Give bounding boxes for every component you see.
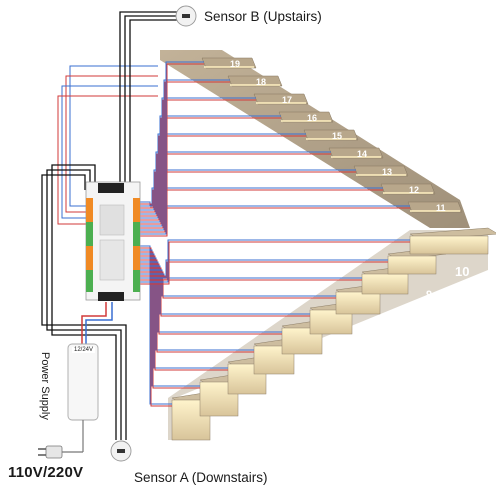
step-number-13: 13 bbox=[382, 167, 392, 177]
power-feed bbox=[81, 302, 113, 346]
step-number-15: 15 bbox=[332, 131, 342, 141]
step-number-11: 11 bbox=[436, 203, 446, 213]
step-number-9: 9 bbox=[426, 289, 432, 301]
stair-step-16 bbox=[278, 111, 334, 123]
sensor-b-cable bbox=[119, 11, 185, 182]
step-number-14: 14 bbox=[357, 149, 367, 159]
wire-step-6 bbox=[140, 265, 310, 315]
step-number-17: 17 bbox=[282, 95, 292, 105]
stair-step-10 bbox=[409, 227, 496, 255]
stair-step-15 bbox=[303, 129, 359, 141]
power-supply-label: Power Supply bbox=[39, 352, 51, 420]
sensor-a-cable bbox=[41, 164, 127, 440]
voltage-label: 110V/220V bbox=[8, 464, 84, 481]
controller bbox=[85, 181, 141, 301]
step-number-18: 18 bbox=[256, 77, 266, 87]
wire-step-7 bbox=[140, 269, 336, 297]
step-number-5: 5 bbox=[322, 361, 328, 373]
wires bbox=[57, 61, 410, 407]
wire-step-5 bbox=[140, 261, 282, 333]
sensor-a-icon bbox=[110, 440, 132, 462]
stair-step-12 bbox=[380, 183, 436, 195]
sensor-b-icon bbox=[175, 5, 197, 27]
stair-step-14 bbox=[328, 147, 384, 159]
wire-step-16 bbox=[140, 115, 281, 223]
step-number-16: 16 bbox=[307, 113, 317, 123]
wire-step-2 bbox=[140, 249, 200, 387]
power-supply-rating: 12/24V bbox=[72, 347, 96, 353]
step-number-10: 10 bbox=[455, 264, 469, 279]
wire-step-8 bbox=[140, 273, 362, 279]
wire-step-3 bbox=[140, 253, 228, 369]
step-number-3: 3 bbox=[268, 397, 274, 409]
power-supply bbox=[62, 343, 99, 453]
step-number-2: 2 bbox=[240, 415, 246, 427]
wire-step-10 bbox=[140, 239, 410, 283]
stair-step-17 bbox=[253, 93, 309, 105]
step-number-4: 4 bbox=[296, 379, 303, 391]
step-number-7: 7 bbox=[374, 325, 380, 337]
wire-step-14 bbox=[140, 151, 331, 215]
step-number-6: 6 bbox=[348, 343, 354, 355]
stair-step-18 bbox=[227, 75, 283, 87]
wire-step-18 bbox=[140, 79, 230, 231]
sensor-b-label: Sensor B (Upstairs) bbox=[204, 9, 322, 24]
wire-step-11 bbox=[140, 201, 410, 207]
wire-step-13 bbox=[140, 169, 356, 211]
wire-step-17 bbox=[140, 97, 256, 227]
step-number-19: 19 bbox=[230, 59, 240, 69]
step-number-8: 8 bbox=[400, 307, 406, 319]
stair-step-19 bbox=[201, 57, 257, 69]
wire-step-1 bbox=[140, 245, 172, 405]
plug-icon bbox=[38, 445, 63, 459]
step-number-12: 12 bbox=[409, 185, 419, 195]
wire-step-12 bbox=[140, 187, 383, 207]
wire-step-4 bbox=[140, 257, 254, 351]
wire-step-9 bbox=[140, 259, 388, 279]
step-number-1: 1 bbox=[212, 433, 218, 445]
stair-step-13 bbox=[353, 165, 409, 177]
sensor-a-label: Sensor A (Downstairs) bbox=[134, 470, 268, 485]
stair-step-11 bbox=[407, 201, 463, 213]
wire-step-15 bbox=[140, 133, 306, 219]
wire-step-19 bbox=[140, 61, 204, 235]
